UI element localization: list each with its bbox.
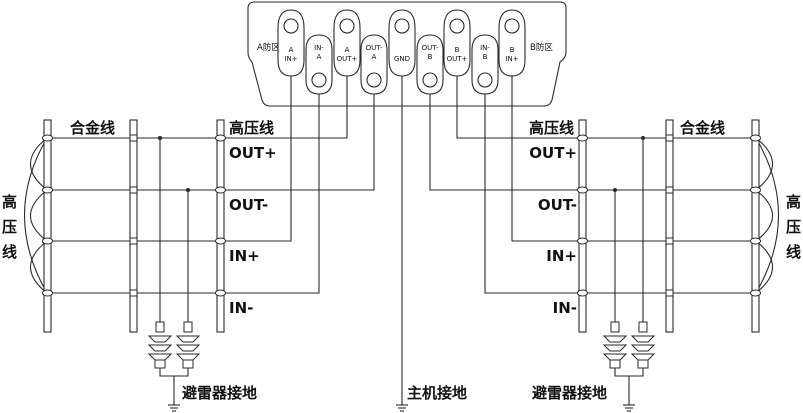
terminal-a-in-plus-label-2: IN+ xyxy=(284,55,297,63)
right-post-3 xyxy=(751,119,760,333)
terminal-b-out-minus-label-1: OUT- xyxy=(422,44,439,52)
wire-b-in-minus xyxy=(484,94,583,294)
terminal-b-in-minus-label-1: IN- xyxy=(480,44,490,52)
left-hv-wire-label: 高压线 xyxy=(229,119,274,137)
terminal-b-out-minus-label-2: B xyxy=(428,53,433,61)
wire-a-in-minus xyxy=(221,94,320,294)
right-side-hv-char-2: 压 xyxy=(786,218,801,236)
terminal-b-out-plus: B OUT+ xyxy=(443,9,471,77)
right-arrester-ground-label: 避雷器接地 xyxy=(532,384,607,402)
left-alloy-wire-label: 合金线 xyxy=(69,119,115,137)
left-side-hv-char-1: 高 xyxy=(2,193,17,211)
zone-a-label: A防区 xyxy=(257,42,280,53)
host-ground-symbol xyxy=(396,404,408,412)
zone-b-label: B防区 xyxy=(530,42,553,53)
left-post-1 xyxy=(43,119,52,333)
terminal-a-out-plus-label-2: OUT+ xyxy=(337,55,358,63)
terminal-a-out-minus: OUT- A xyxy=(360,34,388,95)
left-post-3 xyxy=(216,119,225,333)
left-in-plus-label: IN+ xyxy=(229,247,260,265)
wire-b-in-plus xyxy=(511,76,583,242)
wire-a-out-plus xyxy=(221,76,348,139)
left-arrester-ground-label: 避雷器接地 xyxy=(182,384,257,402)
wire-a-out-minus xyxy=(221,94,375,191)
terminal-a-out-minus-label-1: OUT- xyxy=(366,44,383,52)
terminal-b-out-plus-label-1: B xyxy=(455,46,460,54)
right-alloy-wire-label: 合金线 xyxy=(679,119,725,137)
right-side-hv-char-3: 线 xyxy=(786,243,801,261)
terminal-a-out-plus: A OUT+ xyxy=(333,9,361,77)
right-side-hv-char-1: 高 xyxy=(786,193,801,211)
host-controller: A防区 B防区 A IN+ IN- A A OUT+ OUT- xyxy=(247,1,567,107)
terminal-a-out-minus-label-2: A xyxy=(372,53,377,61)
wire-b-out-minus xyxy=(429,94,583,191)
terminal-gnd-label: GND xyxy=(394,55,410,63)
host-ground-label: 主机接地 xyxy=(407,384,467,402)
terminal-b-in-plus-label-1: B xyxy=(510,46,515,54)
wire-a-in-plus xyxy=(221,76,292,242)
right-in-minus-label: IN- xyxy=(553,299,577,317)
terminal-b-in-minus: IN- B xyxy=(471,34,499,95)
left-out-minus-label: OUT- xyxy=(229,196,268,214)
terminal-b-out-minus: OUT- B xyxy=(416,34,444,95)
left-fence xyxy=(23,119,226,412)
left-post-2 xyxy=(129,119,138,333)
left-in-minus-label: IN- xyxy=(229,299,253,317)
terminal-gnd: GND xyxy=(388,9,416,77)
left-side-hv-char-2: 压 xyxy=(2,218,17,236)
right-lightning-arrester-2 xyxy=(630,321,656,369)
terminal-b-in-plus: B IN+ xyxy=(498,9,526,77)
terminal-b-out-plus-label-2: OUT+ xyxy=(447,55,468,63)
terminal-a-in-plus: A IN+ xyxy=(277,9,305,77)
left-out-plus-label: OUT+ xyxy=(229,144,277,162)
right-out-minus-label: OUT- xyxy=(538,196,577,214)
host-wires xyxy=(221,76,583,405)
right-lightning-arrester-1 xyxy=(602,321,628,369)
wire-b-out-plus xyxy=(456,76,583,139)
terminal-a-out-plus-label-1: A xyxy=(345,46,350,54)
right-hv-wire-label: 高压线 xyxy=(529,119,574,137)
right-fence xyxy=(577,119,780,412)
terminal-b-in-plus-label-2: IN+ xyxy=(505,55,518,63)
terminal-a-in-minus-label-1: IN- xyxy=(314,44,324,52)
terminal-a-in-minus: IN- A xyxy=(305,34,333,95)
left-lightning-arrester-1 xyxy=(147,321,173,369)
terminal-a-in-plus-label-1: A xyxy=(289,46,294,54)
left-lightning-arrester-2 xyxy=(175,321,201,369)
right-in-plus-label: IN+ xyxy=(546,247,577,265)
right-post-2 xyxy=(665,119,674,333)
left-side-hv-char-3: 线 xyxy=(2,243,17,261)
terminal-b-in-minus-label-2: B xyxy=(483,53,488,61)
terminal-a-in-minus-label-2: A xyxy=(317,53,322,61)
right-out-plus-label: OUT+ xyxy=(529,144,577,162)
right-post-1 xyxy=(578,119,587,333)
